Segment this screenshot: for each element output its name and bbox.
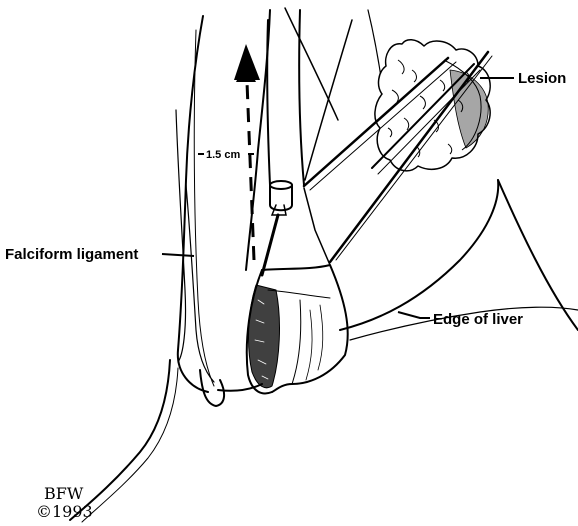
falciform-ligament-label: Falciform ligament — [5, 246, 138, 263]
liver-outline — [70, 8, 578, 522]
signature-year: ©1993 — [36, 502, 93, 521]
lesion-label: Lesion — [518, 70, 566, 87]
edge-of-liver-label: Edge of liver — [433, 311, 523, 328]
resected-specimen — [247, 265, 348, 393]
surgical-probe — [262, 181, 330, 275]
measurement-label: 1.5 cm — [206, 149, 240, 161]
artist-signature: BFW ©1993 — [36, 484, 93, 521]
falciform-leader-line — [162, 254, 194, 256]
signature-initials: BFW — [44, 484, 84, 503]
liver-edge-leader-line — [398, 312, 430, 318]
